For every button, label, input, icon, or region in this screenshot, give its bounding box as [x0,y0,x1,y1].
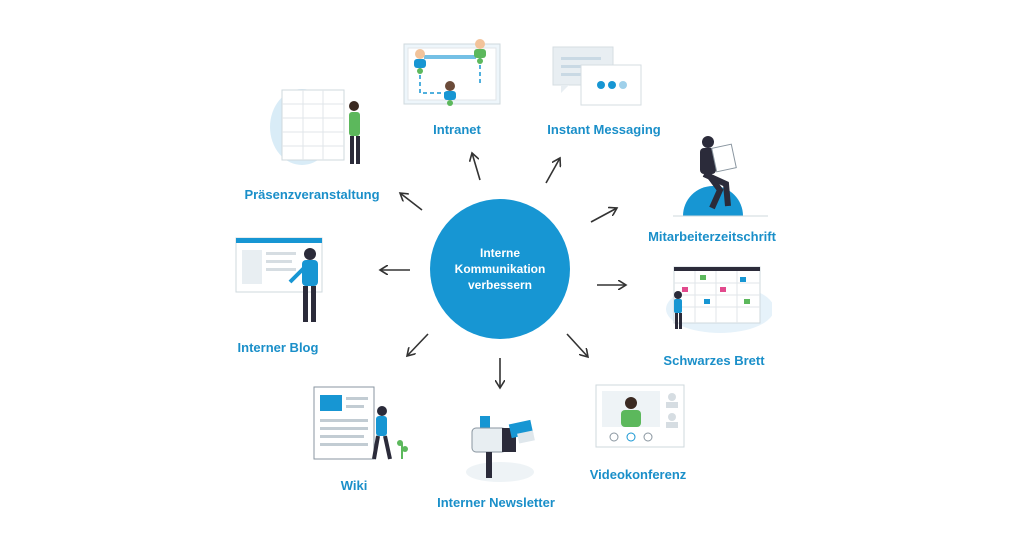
instant-messaging-illustration [552,46,642,106]
praesenzveranstaltung-illustration [270,89,360,165]
schwarzes-brett-illustration [666,266,772,333]
wiki-illustration [313,386,408,460]
arrow-intranet [472,153,481,181]
interner-blog-illustration [235,237,323,322]
label-intranet: Intranet [433,122,481,137]
label-schwarzes-brett: Schwarzes Brett [663,353,765,368]
intranet-illustration [403,39,501,106]
label-praesenzveranstaltung: Präsenzveranstaltung [244,187,380,202]
center-line-3: verbessern [467,278,533,292]
label-interner-newsletter: Interner Newsletter [437,495,555,510]
center-line-2: Kommunikation [454,262,546,276]
arrow-wiki [407,333,429,356]
label-interner-blog: Interner Blog [237,340,319,355]
label-videokonferenz: Videokonferenz [589,467,687,482]
label-mitarbeiterzeitschrift: Mitarbeiterzeitschrift [648,229,776,244]
arrow-instant-messaging [545,158,560,184]
interner-newsletter-illustration [466,416,535,482]
center-line-1: Interne [479,246,520,260]
center-hub-text: Interne Kommunikation verbessern [445,245,555,293]
label-instant-messaging: Instant Messaging [547,122,661,137]
mitarbeiterzeitschrift-illustration [673,136,768,217]
center-hub: Interne Kommunikation verbessern [430,199,570,339]
label-wiki: Wiki [340,478,368,493]
arrow-praesenzveranstaltung [400,193,423,211]
arrow-videokonferenz [566,333,588,357]
videokonferenz-illustration [595,384,685,448]
arrow-mitarbeiterzeitschrift [590,208,617,223]
